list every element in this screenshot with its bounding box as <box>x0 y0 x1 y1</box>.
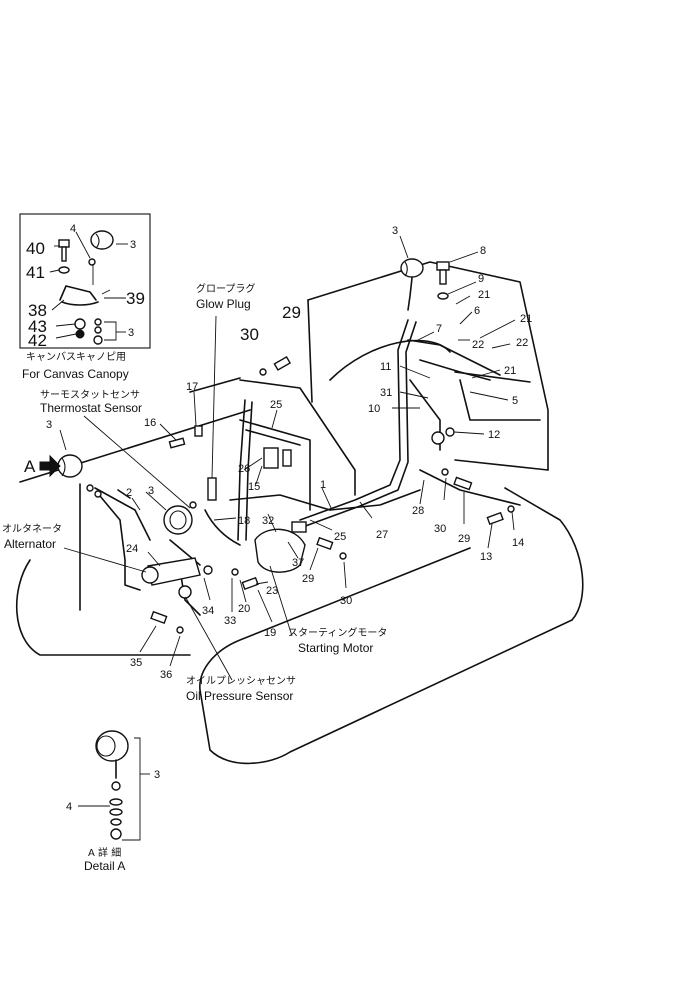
thermostat-connector <box>263 447 292 469</box>
callout: 19 <box>264 627 276 639</box>
alternator-label-jp: オルタネータ <box>2 523 62 535</box>
callout: 5 <box>512 395 518 407</box>
callout: 25 <box>270 399 282 411</box>
leader-lines <box>59 235 516 681</box>
callout: 29 <box>458 533 470 545</box>
battery <box>454 371 541 421</box>
wire-harness <box>94 319 521 616</box>
alternator-label: Alternator <box>4 537 56 551</box>
callout: 9 <box>478 273 484 285</box>
callout: 3 <box>128 327 134 339</box>
callout: 43 <box>28 317 47 336</box>
oil-pressure-sensor-label: Oil Pressure Sensor <box>186 689 293 703</box>
callout: 42 <box>28 331 47 350</box>
canopy-title-jp: キャンバスキャノピ用 <box>26 351 126 363</box>
starting-motor-body <box>254 521 307 573</box>
thermostat-sensor-label-jp: サーモスタットセンサ <box>40 389 140 401</box>
callout: 38 <box>28 301 47 320</box>
callout: 17 <box>186 381 198 393</box>
callout: 30 <box>240 325 259 344</box>
callout: 8 <box>480 245 486 257</box>
oil-pressure-sensor-body <box>178 565 213 599</box>
callout: 15 <box>248 481 260 493</box>
canopy-inset <box>19 213 151 349</box>
alternator-body <box>141 557 201 586</box>
callout: 3 <box>392 225 398 237</box>
callout: 1 <box>320 479 326 491</box>
bolt-8 <box>436 261 450 285</box>
callout: 29 <box>282 303 301 322</box>
work-lamp-front <box>57 454 102 498</box>
callout: 21 <box>478 289 490 301</box>
callout: 11 <box>380 361 391 373</box>
inset-bolt-40 <box>58 239 70 248</box>
work-lamp-rear <box>400 258 424 311</box>
callout: 39 <box>126 289 145 308</box>
callout: 30 <box>434 523 446 535</box>
callout: 3 <box>46 419 52 431</box>
callout: 20 <box>238 603 250 615</box>
bolts <box>150 355 515 634</box>
callout: 3 <box>148 485 154 497</box>
callout: 23 <box>266 585 278 597</box>
callout: 26 <box>238 463 250 475</box>
oil-pressure-sensor-label-jp: オイルプレッシャセンサ <box>186 675 296 687</box>
callout: 30 <box>340 595 352 607</box>
callout: 2 <box>126 487 132 499</box>
inset-nut-42 <box>75 329 85 339</box>
starting-motor-label: Starting Motor <box>298 641 373 655</box>
detail-a-title-jp: A 詳 細 <box>88 846 121 859</box>
callout: 33 <box>224 615 236 627</box>
component-labels: キャンバスキャノピ用 For Canvas Canopy グロープラグ Glow… <box>2 282 387 873</box>
callout: 22 <box>516 337 528 349</box>
callout: 21 <box>520 313 532 325</box>
callout: 34 <box>202 605 214 617</box>
detail-a <box>78 730 150 841</box>
callout: 40 <box>26 239 45 258</box>
starting-motor-label-jp: スターティングモータ <box>288 626 387 639</box>
detail-ref-a: A <box>24 457 36 476</box>
callout: 7 <box>436 323 442 335</box>
callout: 21 <box>504 365 516 377</box>
callout: 37 <box>292 557 304 569</box>
washer-9 <box>437 292 449 300</box>
thermostat-sensor-label: Thermostat Sensor <box>40 401 142 415</box>
detail-a-title: Detail A <box>84 859 125 873</box>
callout: 10 <box>368 403 380 415</box>
callout: 6 <box>474 305 480 317</box>
callout: 13 <box>480 551 492 563</box>
callout: 16 <box>144 417 156 429</box>
callout: 3 <box>154 769 160 781</box>
work-lamp-mid <box>163 501 197 535</box>
inset-washer-41 <box>58 266 70 274</box>
callout: 18 <box>238 515 250 527</box>
canopy-title-en: For Canvas Canopy <box>22 367 129 381</box>
inset-washer-43 <box>74 318 86 330</box>
callout: 28 <box>412 505 424 517</box>
callout: 14 <box>512 537 524 549</box>
callout: 4 <box>70 223 76 235</box>
callout: 25 <box>334 531 346 543</box>
glow-plug-label-jp: グロープラグ <box>196 282 255 295</box>
detail-lamp <box>95 730 129 762</box>
callout: 3 <box>130 239 136 251</box>
callout: 32 <box>262 515 274 527</box>
callout: 22 <box>472 339 484 351</box>
callout: 4 <box>66 801 72 813</box>
callout-numbers: 40 41 4 3 38 39 43 42 3 3 8 9 21 6 21 7 … <box>26 223 532 813</box>
callout: 29 <box>302 573 314 585</box>
detail-arrow-a <box>39 454 61 478</box>
callout: 41 <box>26 263 45 282</box>
callout: 27 <box>376 529 388 541</box>
callout: 36 <box>160 669 172 681</box>
relay-12 <box>431 427 455 445</box>
inset-lamp <box>90 230 114 250</box>
callout: 35 <box>130 657 142 669</box>
glow-plug-label: Glow Plug <box>196 297 251 311</box>
callout: 12 <box>488 429 500 441</box>
callout: 24 <box>126 543 138 555</box>
callout: 31 <box>380 387 392 399</box>
